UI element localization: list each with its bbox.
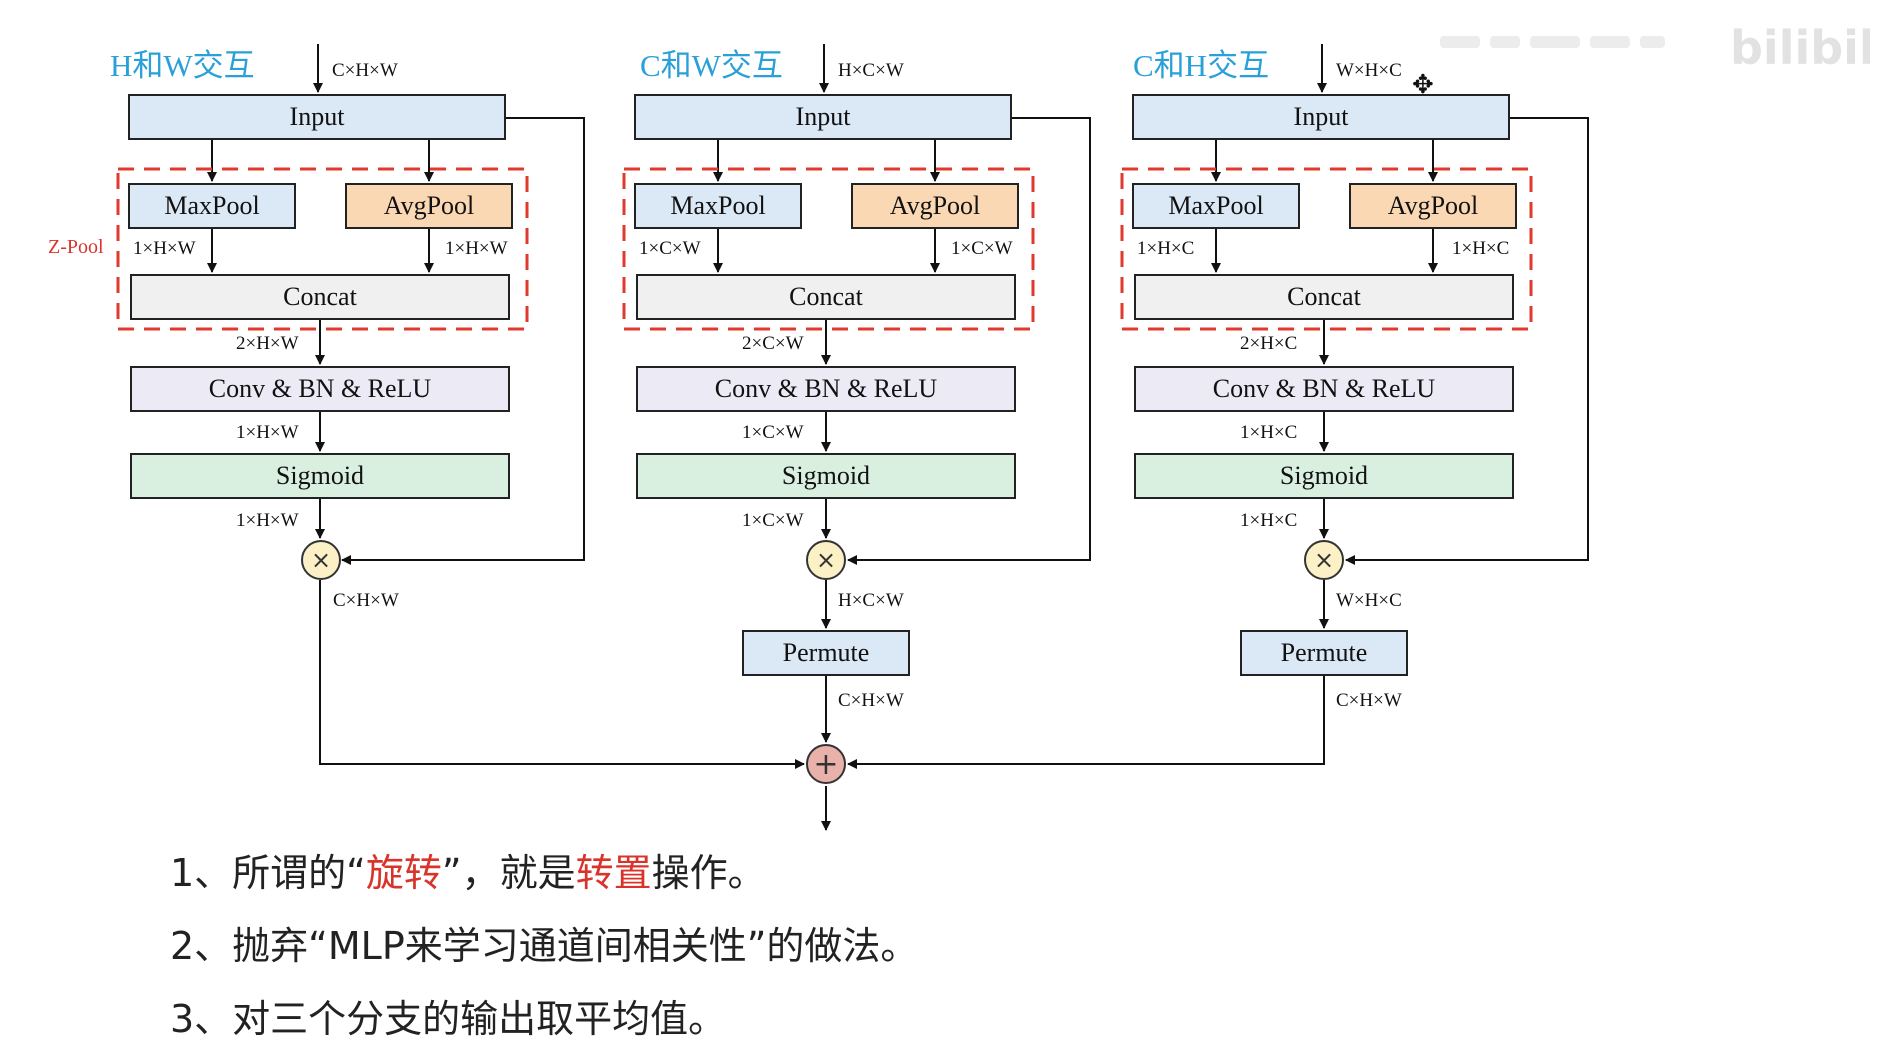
multiply-node: × — [806, 540, 846, 580]
maxpool-box: MaxPool — [1132, 183, 1300, 229]
conv-dim-label: 1×H×W — [236, 422, 299, 443]
conv-bn-relu-box: Conv & BN & ReLU — [636, 366, 1016, 412]
conv-dim-label: 1×C×W — [742, 422, 804, 443]
avgpool-dim-label: 1×H×W — [445, 238, 508, 259]
avgpool-box: AvgPool — [851, 183, 1019, 229]
sigmoid-box: Sigmoid — [130, 453, 510, 499]
concat-dim-label: 2×C×W — [742, 333, 804, 354]
skip-connection-arrow — [847, 117, 1091, 565]
input-dim-label: C×H×W — [332, 60, 398, 81]
branch3-permute-to-sum-arrow — [847, 676, 1325, 769]
permute-dim-label: C×H×W — [1336, 690, 1402, 711]
sigmoid-box: Sigmoid — [1134, 453, 1514, 499]
note-1-highlight-rotate: 旋转 — [365, 851, 442, 895]
sigmoid-dim-label: 1×H×W — [236, 510, 299, 531]
avgpool-box: AvgPool — [1349, 183, 1517, 229]
sum-node: + — [806, 744, 846, 784]
conv-bn-relu-box: Conv & BN & ReLU — [1134, 366, 1514, 412]
permute-dim-label: C×H×W — [838, 690, 904, 711]
maxpool-box: MaxPool — [634, 183, 802, 229]
note-1-text: 1、所谓的“ — [170, 851, 366, 895]
conv-dim-label: 1×H×C — [1240, 422, 1298, 443]
branch-title: H和W交互 — [110, 48, 255, 83]
maxpool-dim-label: 1×H×W — [133, 238, 196, 259]
branch-title: C和H交互 — [1133, 48, 1270, 83]
avgpool-box: AvgPool — [345, 183, 513, 229]
branch-title: C和W交互 — [640, 48, 783, 83]
input-box: Input — [1132, 94, 1510, 140]
maxpool-box: MaxPool — [128, 183, 296, 229]
zpool-label: Z-Pool — [48, 236, 104, 258]
multiply-dim-label: C×H×W — [333, 590, 399, 611]
input-box: Input — [128, 94, 506, 140]
input-dim-label: H×C×W — [838, 60, 904, 81]
permute-box: Permute — [742, 630, 910, 676]
sigmoid-dim-label: 1×C×W — [742, 510, 804, 531]
sigmoid-dim-label: 1×H×C — [1240, 510, 1298, 531]
permute-box: Permute — [1240, 630, 1408, 676]
concat-dim-label: 2×H×C — [1240, 333, 1298, 354]
input-box: Input — [634, 94, 1012, 140]
avgpool-dim-label: 1×C×W — [951, 238, 1013, 259]
conv-bn-relu-box: Conv & BN & ReLU — [130, 366, 510, 412]
bilibili-watermark: bilibili — [1440, 21, 1870, 75]
skip-connection-arrow — [341, 117, 585, 565]
multiply-dim-label: W×H×C — [1336, 590, 1402, 611]
concat-box: Concat — [130, 274, 510, 320]
maxpool-dim-label: 1×C×W — [639, 238, 701, 259]
avgpool-dim-label: 1×H×C — [1452, 238, 1510, 259]
multiply-node: × — [301, 540, 341, 580]
watermark-text: bilibili — [1730, 21, 1870, 75]
multiply-node: × — [1304, 540, 1344, 580]
concat-dim-label: 2×H×W — [236, 333, 299, 354]
note-1-text-end: 操作。 — [651, 851, 766, 895]
note-1-text-mid: ”，就是 — [441, 851, 576, 895]
multiply-dim-label: H×C×W — [838, 590, 904, 611]
input-dim-label: W×H×C — [1336, 60, 1402, 81]
maxpool-dim-label: 1×H×C — [1137, 238, 1195, 259]
skip-connection-arrow — [1345, 117, 1589, 565]
sigmoid-box: Sigmoid — [636, 453, 1016, 499]
note-1-highlight-transpose: 转置 — [575, 851, 652, 895]
note-1: 1、所谓的“旋转”，就是转置操作。 — [170, 842, 766, 897]
note-3: 3、对三个分支的输出取平均值。 — [170, 997, 727, 1041]
mouse-cursor-icon: ✥ — [1412, 70, 1434, 100]
note-2: 2、抛弃“MLP来学习通道间相关性”的做法。 — [170, 924, 919, 968]
branch1-to-sum-arrow — [319, 580, 805, 769]
concat-box: Concat — [636, 274, 1016, 320]
concat-box: Concat — [1134, 274, 1514, 320]
